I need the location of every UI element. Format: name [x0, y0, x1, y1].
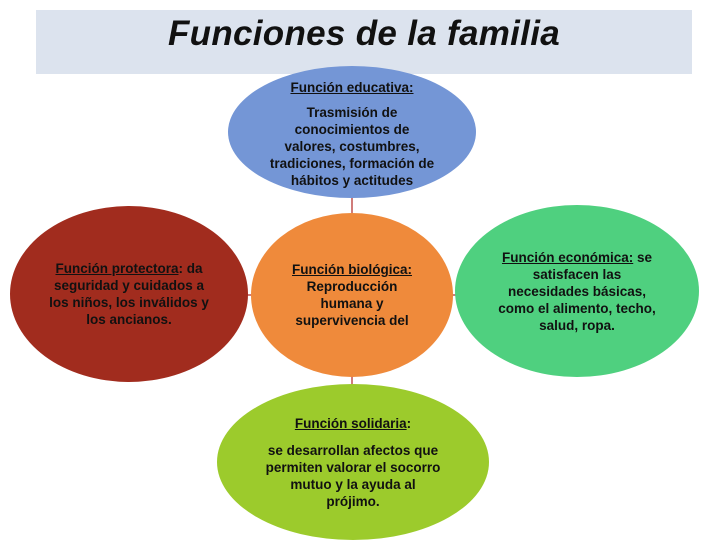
educativa-line: conocimientos de [294, 122, 410, 137]
solidaria-heading: Función solidaria [294, 415, 407, 431]
solidaria-line: prójimo. [326, 493, 380, 509]
solidaria-line: mutuo y la ayuda al [290, 476, 416, 492]
educativa-line: valores, costumbres, [284, 139, 420, 154]
economica-line: como el alimento, techo, [498, 300, 656, 316]
economica-heading: Función económica: [501, 249, 634, 265]
economica-heading-suffix: se [633, 249, 653, 265]
educativa-heading: Función educativa: [290, 80, 414, 95]
economica-line: salud, ropa. [539, 317, 615, 333]
biologica-heading: Función biológica: [292, 262, 412, 277]
protectora-heading: Función protectora [55, 261, 179, 276]
biologica-line: Reproducción [306, 279, 398, 294]
node-funcion-educativa: Función educativa: Trasmisión de conocim… [228, 66, 476, 198]
solidaria-line: permiten valorar el socorro [265, 459, 441, 475]
node-funcion-protectora: Función protectora: da seguridad y cuida… [10, 206, 248, 382]
solidaria-heading-line: Función solidaria: [266, 415, 441, 432]
economica-line: satisfacen las [532, 266, 622, 282]
title-band [36, 10, 692, 74]
solidaria-heading-suffix: : [406, 415, 412, 431]
educativa-line: Trasmisión de [306, 105, 398, 120]
node-funcion-solidaria: Función solidaria: se desarrollan afecto… [217, 384, 489, 540]
economica-heading-line: Función económica: se [498, 249, 656, 266]
diagram-title: Funciones de la familia [167, 14, 560, 53]
biologica-line: humana y [320, 296, 384, 311]
node-funcion-biologica: Función biológica: Reproducción humana y… [251, 213, 453, 377]
educativa-line: hábitos y actitudes [290, 173, 414, 188]
educativa-line: tradiciones, formación de [269, 156, 435, 171]
protectora-line: los niños, los inválidos y [49, 295, 209, 310]
node-funcion-economica: Función económica: se satisfacen las nec… [455, 205, 699, 377]
protectora-line: los ancianos. [86, 312, 172, 327]
economica-line: necesidades básicas, [507, 283, 647, 299]
protectora-heading-line: Función protectora: da [49, 260, 209, 277]
solidaria-line: se desarrollan afectos que [267, 442, 439, 458]
biologica-line: supervivencia del [295, 313, 409, 328]
protectora-heading-suffix: : da [178, 261, 203, 276]
protectora-line: seguridad y cuidados a [53, 278, 205, 293]
